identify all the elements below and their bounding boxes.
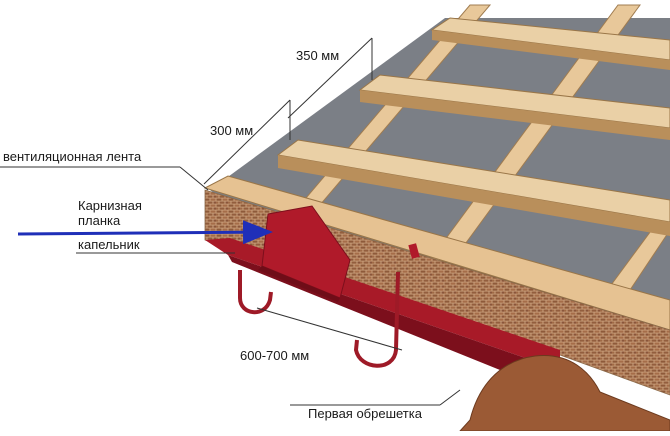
eaves-strip-plate <box>261 205 351 299</box>
label-gutter-spacing: 600-700 мм <box>240 348 309 363</box>
label-eaves-strip-2: планка <box>78 213 121 228</box>
label-drip-edge: капельник <box>78 237 140 252</box>
strip-marker <box>408 243 420 259</box>
eaves-strip-arrow <box>17 220 273 245</box>
label-spacing-300: 300 мм <box>210 123 253 138</box>
battens <box>276 17 670 236</box>
label-eaves-strip-1: Карнизная <box>78 198 142 213</box>
label-ventilation-tape: вентиляционная лента <box>3 149 142 164</box>
label-spacing-350: 350 мм <box>296 48 339 63</box>
dimension-lines <box>203 37 403 351</box>
covering-sheet <box>458 354 670 432</box>
gutter-hooks <box>238 270 400 368</box>
first-batten <box>203 175 670 331</box>
label-first-batten: Первая обрешетка <box>308 406 423 421</box>
leader-lines <box>0 166 461 406</box>
